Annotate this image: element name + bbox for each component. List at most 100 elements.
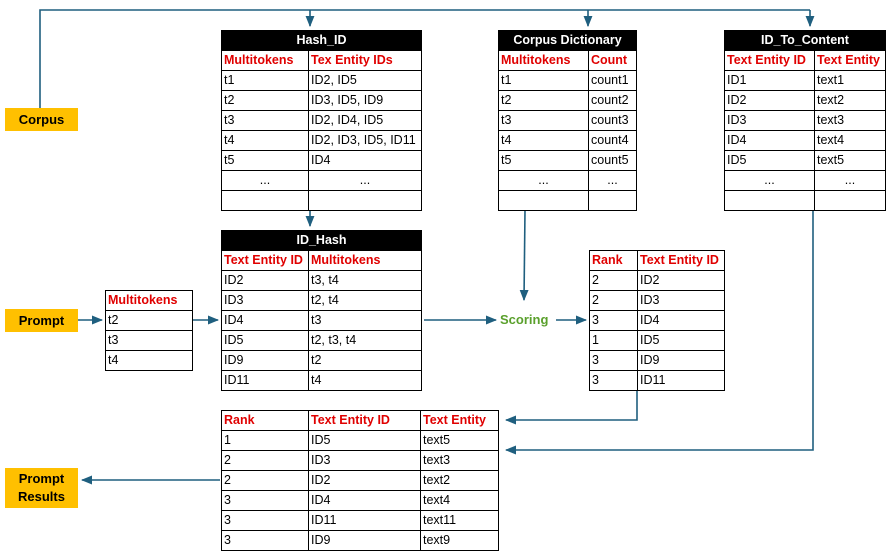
table-cell: ID3 (221, 290, 309, 311)
table-cell: t2 (105, 310, 193, 331)
table-cell (308, 190, 422, 211)
table-cell: t4 (105, 350, 193, 371)
table-cell: ID4 (308, 490, 421, 511)
table-cell: ID9 (308, 530, 421, 551)
table-cell: ID5 (637, 330, 725, 351)
table-cell: ID2, ID4, ID5 (308, 110, 422, 131)
id-to-content-table: ID_To_Content Text Entity ID Text Entity… (724, 30, 886, 211)
table-cell: 2 (221, 450, 309, 471)
table-cell: text9 (420, 530, 499, 551)
table-cell: ... (724, 170, 815, 191)
table-cell: ... (814, 170, 886, 191)
arrow-id-to-content-to-results (504, 210, 814, 455)
table-cell: t2 (308, 350, 422, 371)
table-cell: t2, t4 (308, 290, 422, 311)
hash-id-title: Hash_ID (221, 30, 422, 51)
column-header: Text Entity ID (724, 50, 815, 71)
table-cell: ID3 (637, 290, 725, 311)
table-cell: t5 (221, 150, 309, 171)
table-cell: t3 (308, 310, 422, 331)
table-cell: ID3, ID5, ID9 (308, 90, 422, 111)
column-header: Text Entity ID (637, 250, 725, 271)
table-cell: 2 (589, 290, 638, 311)
table-cell: ID5 (308, 430, 421, 451)
table-cell: 3 (589, 370, 638, 391)
column-header: Rank (221, 410, 309, 431)
table-cell: t2 (498, 90, 589, 111)
table-cell: text1 (814, 70, 886, 91)
table-cell: t4 (221, 130, 309, 151)
table-cell: ID11 (637, 370, 725, 391)
table-cell: 2 (221, 470, 309, 491)
table-cell: t2, t3, t4 (308, 330, 422, 351)
column-header: Multitokens (221, 50, 309, 71)
table-cell: t1 (221, 70, 309, 91)
column-header: Text Entity ID (308, 410, 421, 431)
arrow-rank-to-results (504, 390, 638, 425)
table-cell: ... (587, 170, 638, 191)
table-cell: t3 (498, 110, 589, 131)
table-cell (498, 190, 589, 211)
table-cell: ID2, ID5 (308, 70, 422, 91)
prompt-tokens-table: Multitokens t2 t3 t4 (105, 290, 193, 371)
table-cell: count2 (587, 90, 638, 111)
table-cell: t4 (498, 130, 589, 151)
column-header: Text Entity (420, 410, 499, 431)
table-cell: text3 (420, 450, 499, 471)
table-cell: ID3 (308, 450, 421, 471)
column-header: Text Entity ID (221, 250, 309, 271)
table-cell: ID11 (221, 370, 309, 391)
table-cell (587, 190, 638, 211)
table-cell: text4 (814, 130, 886, 151)
table-cell: t4 (308, 370, 422, 391)
table-cell: ... (308, 170, 422, 191)
table-cell: ID2 (221, 270, 309, 291)
table-cell: ID4 (308, 150, 422, 171)
arrow-corpus-dictionary-to-scoring (519, 209, 529, 302)
table-cell (724, 190, 815, 211)
table-cell: 3 (221, 510, 309, 531)
table-cell: text3 (814, 110, 886, 131)
column-header: Count (587, 50, 638, 71)
prompt-label: Prompt (5, 309, 78, 332)
column-header: Multitokens (105, 290, 193, 311)
table-cell: count3 (587, 110, 638, 131)
table-cell: count5 (587, 150, 638, 171)
arrow-corpus-to-tables (39, 9, 810, 108)
corpus-dictionary-title: Corpus Dictionary (497, 30, 638, 51)
table-cell: 3 (221, 530, 309, 551)
table-cell: text4 (420, 490, 499, 511)
table-cell: t3, t4 (308, 270, 422, 291)
table-cell: text5 (420, 430, 499, 451)
corpus-label: Corpus (5, 108, 78, 131)
scoring-step: Scoring (500, 312, 549, 327)
table-cell: t3 (105, 330, 193, 351)
table-cell: ID5 (724, 150, 815, 171)
table-cell: count4 (587, 130, 638, 151)
table-cell: ID1 (724, 70, 815, 91)
column-header: Multitokens (498, 50, 589, 71)
table-cell: ... (221, 170, 309, 191)
table-cell: ID2 (308, 470, 421, 491)
column-header: Rank (589, 250, 638, 271)
id-hash-title: ID_Hash (221, 230, 422, 251)
table-cell: t3 (221, 110, 309, 131)
table-cell: ... (498, 170, 589, 191)
table-cell: text2 (814, 90, 886, 111)
table-cell: 2 (589, 270, 638, 291)
table-cell: t2 (221, 90, 309, 111)
column-header: Multitokens (308, 250, 422, 271)
table-cell: 3 (589, 310, 638, 331)
table-cell (814, 190, 886, 211)
table-cell: ID4 (221, 310, 309, 331)
table-cell: t1 (498, 70, 589, 91)
table-cell: ID2 (724, 90, 815, 111)
table-cell: ID3 (724, 110, 815, 131)
table-cell: ID4 (637, 310, 725, 331)
